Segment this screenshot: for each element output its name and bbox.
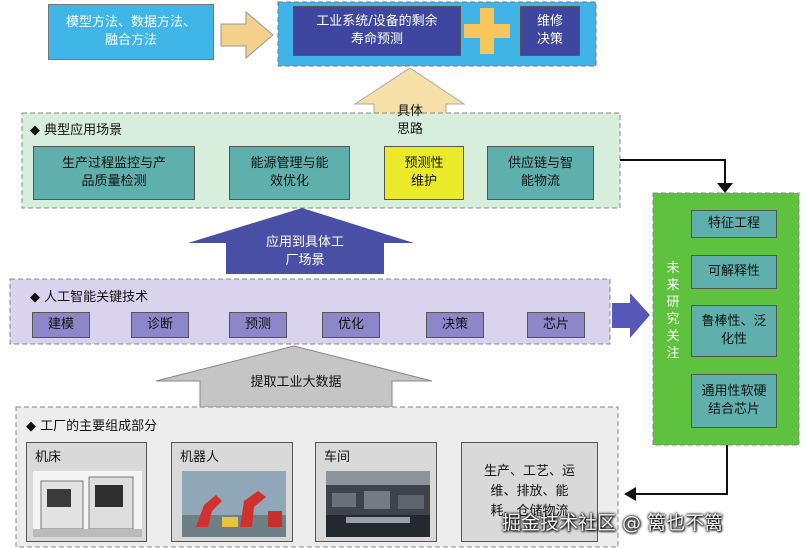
watermark: 掘金技术社区 @ 篱也不篱 [502, 512, 724, 534]
future-item-general-chip: 通用性软硬结合芯片 [691, 374, 777, 428]
factory-title: ◆ 工厂的主要组成部分 [26, 419, 158, 434]
factory-other-text: 生产、工艺、运维、排放、能耗、仓储物流 [483, 464, 575, 519]
future-item-robustness: 鲁棒性、泛化性 [691, 305, 777, 357]
concrete-idea-text: 具体思路 [396, 104, 423, 137]
robot-image [182, 471, 286, 537]
ai-to-future-arrow [612, 293, 650, 338]
typical-item-predictive-maintenance: 预测性维护 [384, 146, 464, 200]
machine-tool-label: 机床 [35, 450, 62, 465]
workshop-image [326, 471, 430, 537]
typical-item-supply-chain: 供应链与智能物流 [487, 146, 594, 200]
factory-item-machine-tool: 机床 [26, 442, 147, 542]
factory-item-robot: 机器人 [171, 442, 293, 542]
machine-tool-image [33, 471, 142, 537]
future-label: 未来研究关注 [666, 261, 680, 361]
typical-item-text: 生产过程监控与产品质量检测 [61, 156, 166, 189]
future-item-text: 鲁棒性、泛化性 [701, 314, 767, 347]
factory-item-other-data: 生产、工艺、运维、排放、能耗、仓储物流 [461, 442, 598, 542]
workshop-label: 车间 [324, 450, 351, 465]
methods-text: 模型方法、数据方法、融合方法 [65, 15, 196, 48]
ai-item-chip: 芯片 [527, 312, 585, 338]
ai-item-modeling: 建模 [32, 312, 90, 338]
ai-item-decision: 决策 [426, 312, 484, 338]
typical-to-future-connector [620, 159, 733, 193]
extract-arrow [155, 345, 433, 408]
decision-text: 维修决策 [536, 14, 563, 47]
future-to-factory-connector [624, 445, 728, 501]
methods-arrow [220, 10, 274, 60]
future-item-feature-engineering: 特征工程 [691, 210, 777, 238]
decision-box: 维修决策 [520, 6, 580, 56]
plus-icon [464, 8, 510, 54]
ai-item-prediction: 预测 [229, 312, 287, 338]
ai-item-optimization: 优化 [322, 312, 380, 338]
ai-title: ◆ 人工智能关键技术 [30, 290, 149, 305]
apply-arrow [188, 208, 414, 274]
future-item-text: 通用性软硬结合芯片 [701, 384, 767, 417]
typical-title: ◆ 典型应用场景 [30, 123, 123, 138]
concrete-idea-label: 具体思路 [384, 104, 436, 138]
typical-item-energy: 能源管理与能效优化 [229, 146, 350, 200]
future-item-interpretability: 可解释性 [691, 255, 777, 289]
apply-arrow-text: 应用到具体工厂场景 [265, 235, 344, 268]
typical-item-text: 预测性维护 [404, 156, 444, 189]
extract-arrow-label: 提取工业大数据 [250, 375, 342, 390]
rul-box: 工业系统/设备的剩余寿命预测 [293, 6, 461, 56]
methods-box: 模型方法、数据方法、融合方法 [48, 4, 214, 60]
apply-arrow-label: 应用到具体工厂场景 [226, 232, 384, 272]
typical-item-text: 供应链与智能物流 [507, 156, 573, 189]
factory-item-workshop: 车间 [315, 442, 437, 542]
ai-panel [9, 278, 611, 345]
typical-item-quality: 生产过程监控与产品质量检测 [33, 146, 195, 200]
typical-item-text: 能源管理与能效优化 [250, 156, 329, 189]
robot-label: 机器人 [180, 450, 220, 465]
ai-item-diagnosis: 诊断 [131, 312, 189, 338]
rul-text: 工业系统/设备的剩余寿命预测 [316, 14, 438, 47]
